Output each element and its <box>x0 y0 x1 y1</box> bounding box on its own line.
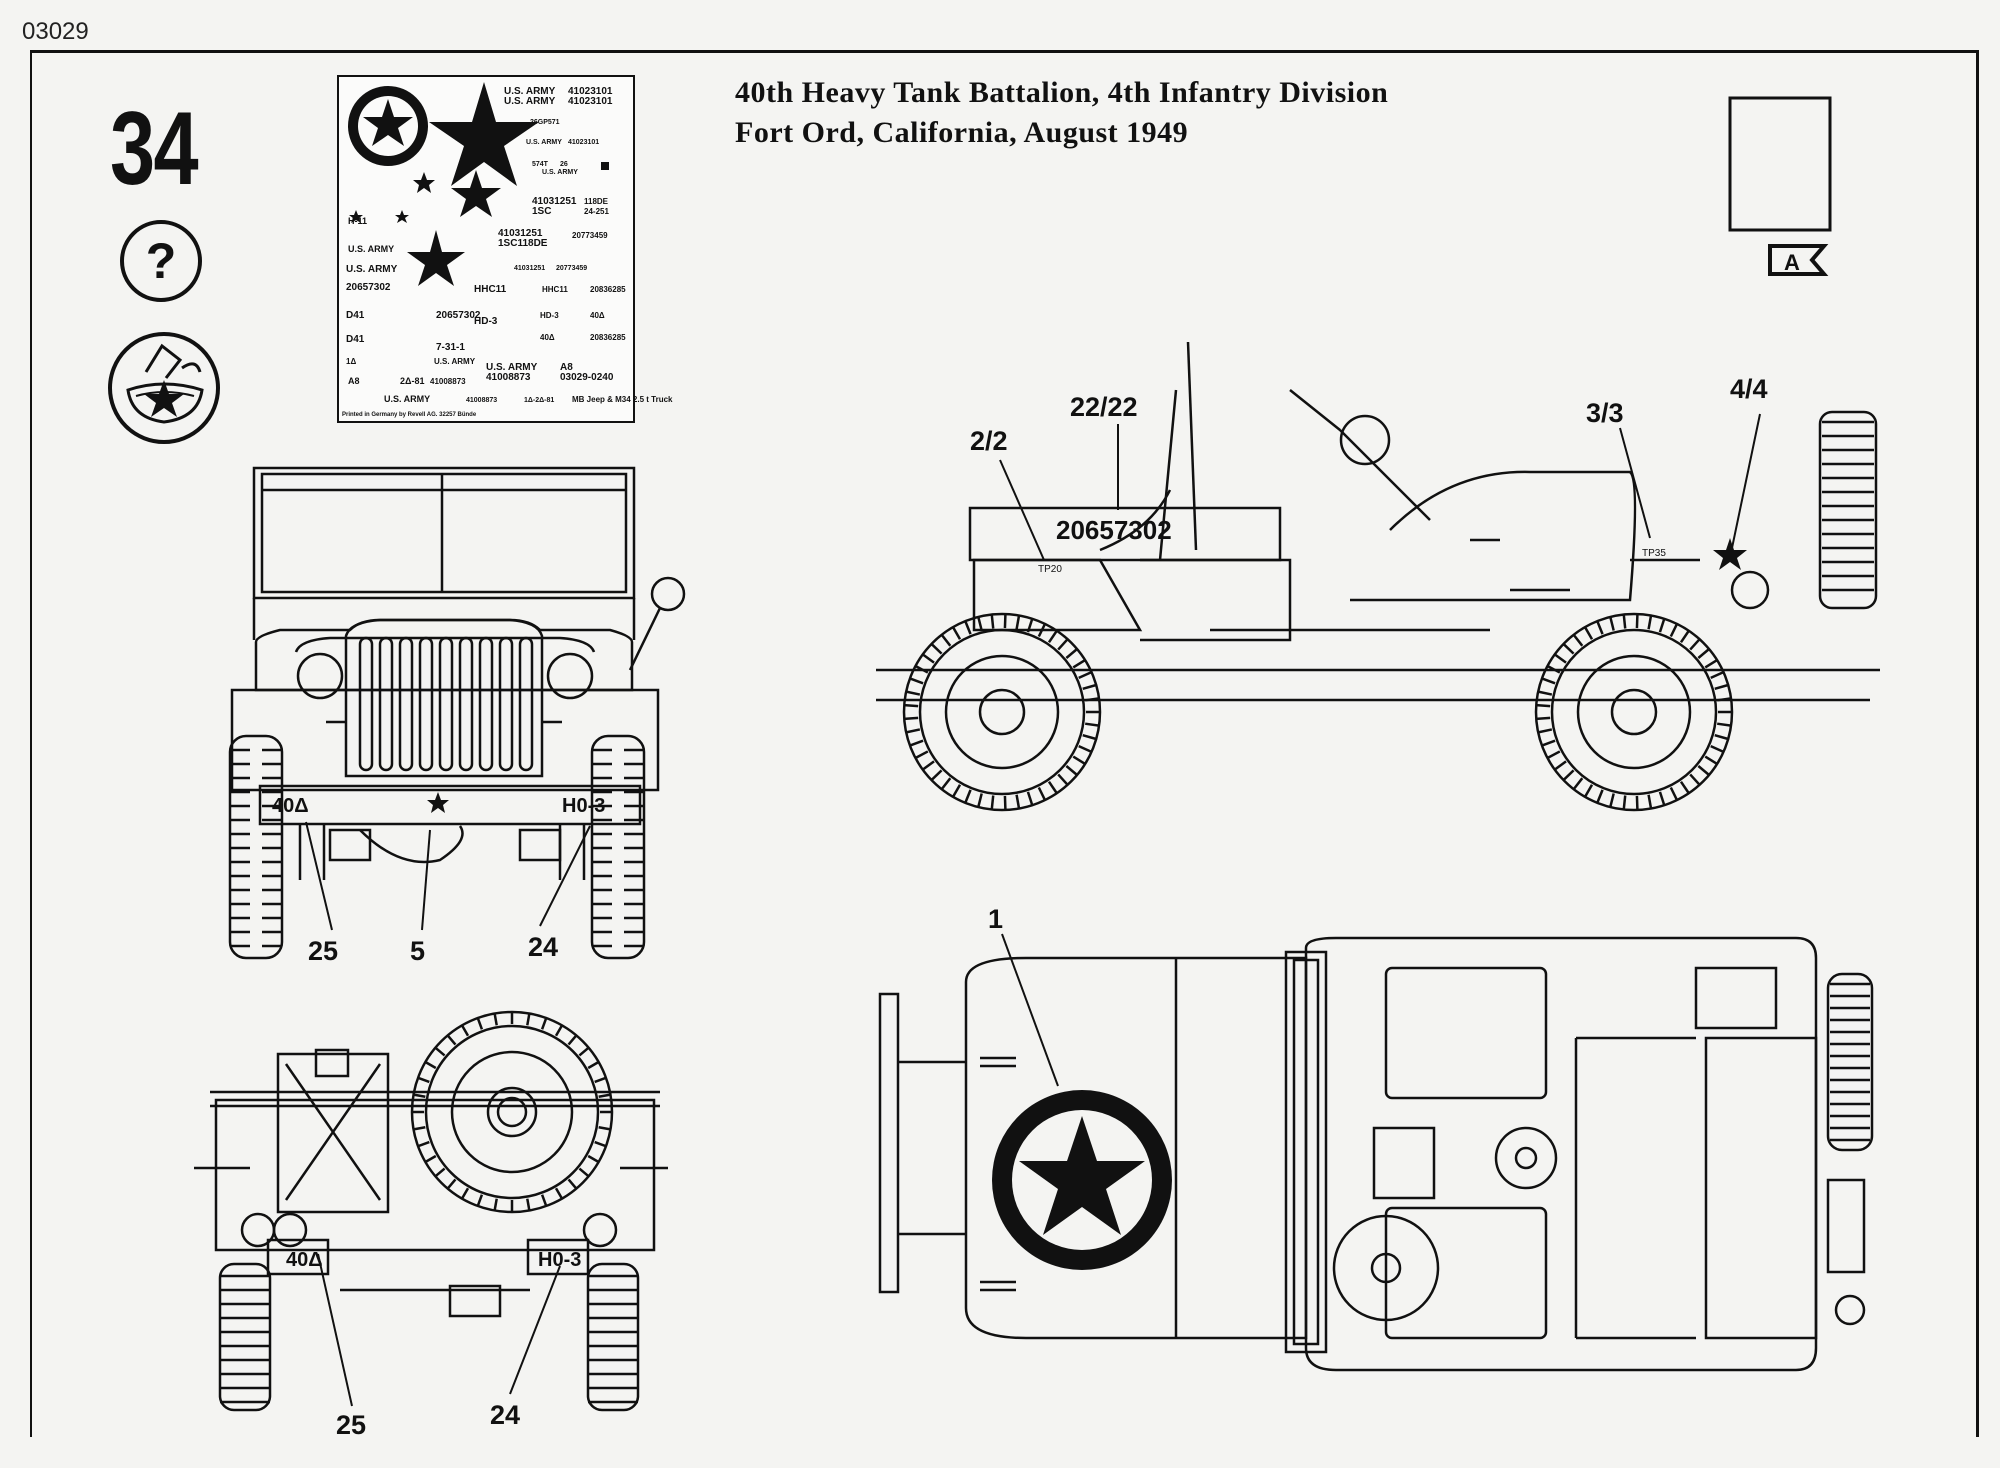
decal-text: 20836285 <box>590 285 626 294</box>
decal-text: D41 <box>346 310 365 321</box>
decal-text: 41031251 <box>498 228 543 239</box>
decal-text: HD-3 <box>540 311 559 320</box>
decal-text: Printed in Germany by Revell AG. 32257 B… <box>342 412 477 418</box>
hood-number: 20657302 <box>1056 515 1172 545</box>
decal-text: 2Δ-81 <box>400 376 424 386</box>
decal-text: 26GP571 <box>530 119 560 126</box>
decal-text: 41008873 <box>430 377 466 386</box>
rear-view-drawing: 40Δ H0-3 <box>194 1010 668 1412</box>
decal-text: 40Δ <box>540 333 555 342</box>
decal-text: U.S. ARMY <box>504 86 556 97</box>
hood-small-marking: TP20 <box>1038 564 1062 575</box>
scheme-title-line2: Fort Ord, California, August 1949 <box>735 116 1189 149</box>
decal-text: U.S. ARMY <box>434 357 476 366</box>
decal-text: A8 <box>560 362 573 373</box>
decal-text: 41023101 <box>568 96 613 107</box>
side-leader-lines <box>999 413 1761 561</box>
decal-text: 41023101 <box>568 86 613 97</box>
decal-text: HHC11 <box>542 285 568 294</box>
decal-text: 40Δ <box>590 311 605 320</box>
rear-leader-lines <box>317 1253 561 1407</box>
decal-text: 1SC <box>532 206 551 217</box>
decal-text: MB Jeep & M34 2.5 t Truck <box>572 395 673 404</box>
callout-25-front: 25 <box>308 936 339 966</box>
decal-text: 41008873 <box>466 397 497 404</box>
paint-code-label: A <box>1784 250 1800 275</box>
side-view-drawing: 20657302 TP20 TP35 <box>876 341 1880 812</box>
paint-color-box: A <box>1728 96 1832 276</box>
decal-text: U.S. ARMY <box>526 139 562 146</box>
decal-text: 574T <box>532 161 549 168</box>
front-plate-right: H0-3 <box>562 795 605 817</box>
page-frame <box>30 50 1979 1437</box>
top-view-drawing <box>878 936 1874 1372</box>
decal-text: U.S. ARMY <box>542 169 578 176</box>
front-plate-left: 40Δ <box>272 795 309 817</box>
decal-text: U.S. ARMY <box>384 394 430 404</box>
decal-text: 26 <box>560 161 568 168</box>
decal-text: 41031251 <box>532 196 577 207</box>
scheme-title-line1: 40th Heavy Tank Battalion, 4th Infantry … <box>735 76 1389 109</box>
rear-plate-left: 40Δ <box>286 1249 323 1271</box>
callout-3-3: 3/3 <box>1586 398 1624 428</box>
decal-text: U.S. ARMY <box>346 264 398 275</box>
decal-text: 41023101 <box>568 139 599 146</box>
callout-22-22: 22/22 <box>1070 392 1138 422</box>
rear-small-marking: TP35 <box>1642 548 1666 559</box>
front-leader-lines <box>305 821 591 931</box>
callout-1-top: 1 <box>988 904 1004 934</box>
decal-water-icon <box>108 332 220 444</box>
decal-text: A8 <box>348 376 360 386</box>
decal-text: 03029-0240 <box>560 372 614 383</box>
decal-text: 20657302 <box>436 310 481 321</box>
callout-5-front: 5 <box>410 936 426 966</box>
callout-2-2: 2/2 <box>970 426 1008 456</box>
front-view-drawing: 40Δ H0-3 <box>228 466 686 960</box>
rear-plate-right: H0-3 <box>538 1249 581 1271</box>
callout-24-rear: 24 <box>490 1400 521 1430</box>
question-mark-icon: ? <box>120 220 202 302</box>
decal-text: H-11 <box>348 216 367 226</box>
step-number: 34 <box>110 91 199 207</box>
decal-text: 1Δ <box>346 357 356 366</box>
decal-text: 20657302 <box>346 282 391 293</box>
decal-text: 20773459 <box>572 231 608 240</box>
decal-text: 20773459 <box>556 265 587 272</box>
decal-text: 1Δ-2Δ-81 <box>524 397 554 404</box>
sheet-code: 03029 <box>22 18 89 45</box>
decal-text: HD-3 <box>474 316 498 327</box>
decal-text: 24-251 <box>584 207 609 216</box>
decal-text: D41 <box>346 334 365 345</box>
decal-text: U.S. ARMY <box>504 96 556 107</box>
svg-text:?: ? <box>146 233 177 289</box>
callout-24-front: 24 <box>528 932 559 962</box>
callout-25-rear: 25 <box>336 1410 367 1440</box>
decal-text: 41031251 <box>514 265 545 272</box>
decal-text: 20836285 <box>590 333 626 342</box>
callout-4-4: 4/4 <box>1730 374 1768 404</box>
top-leader-line <box>1001 933 1059 1087</box>
decal-text: U.S. ARMY <box>348 244 394 254</box>
decal-text: 1SC118DE <box>498 238 548 249</box>
decal-text: HHC11 <box>474 284 507 295</box>
decal-text: U.S. ARMY <box>486 362 538 373</box>
decal-text: 7-31-1 <box>436 342 465 353</box>
decal-text: 41008873 <box>486 372 531 383</box>
decal-text: 118DE <box>584 197 609 206</box>
